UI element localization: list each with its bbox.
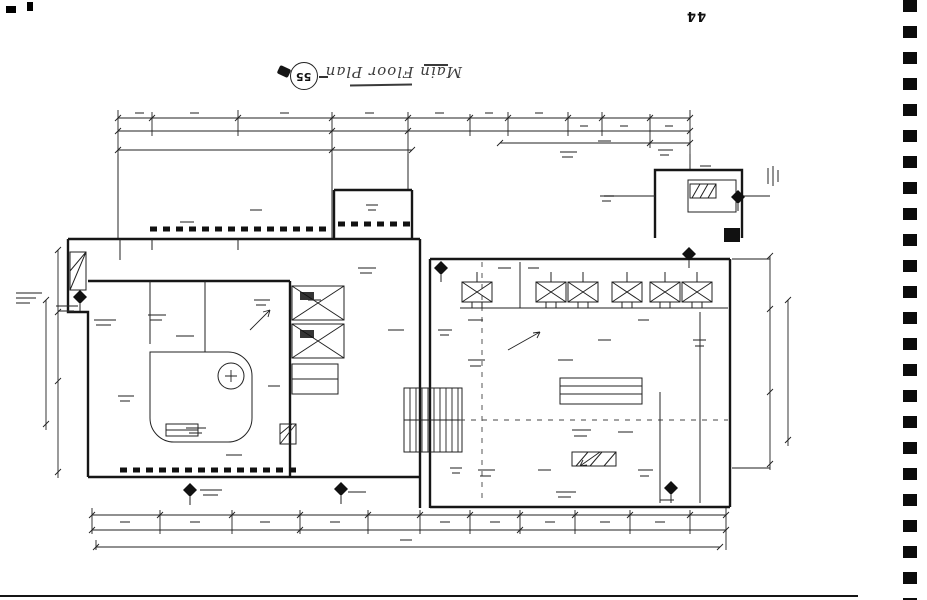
- section-markers: [73, 190, 745, 505]
- fixture-row: [461, 272, 713, 309]
- leader-lines: [249, 309, 601, 467]
- circled-stamp: 55: [290, 62, 328, 90]
- right-block-interior: [460, 262, 728, 503]
- bottom-dimension-lines: [88, 508, 730, 551]
- scan-artifact: [6, 6, 16, 13]
- left-dimension-lines: [42, 246, 62, 478]
- scan-artifact: [27, 2, 33, 11]
- spiral-binding-marks: [903, 0, 917, 600]
- right-dimension-lines: [732, 195, 792, 470]
- scan-page-edge: [0, 595, 858, 597]
- building-walls: [66, 168, 744, 509]
- annotation-squiggles: [16, 140, 779, 501]
- stair-hatch: [403, 387, 463, 453]
- left-block-interior: [69, 251, 345, 445]
- masonry-dash-rows: [120, 221, 410, 473]
- title-underline: [424, 64, 448, 66]
- top-right-wing: [604, 179, 740, 242]
- top-dimension-lines: [114, 110, 694, 239]
